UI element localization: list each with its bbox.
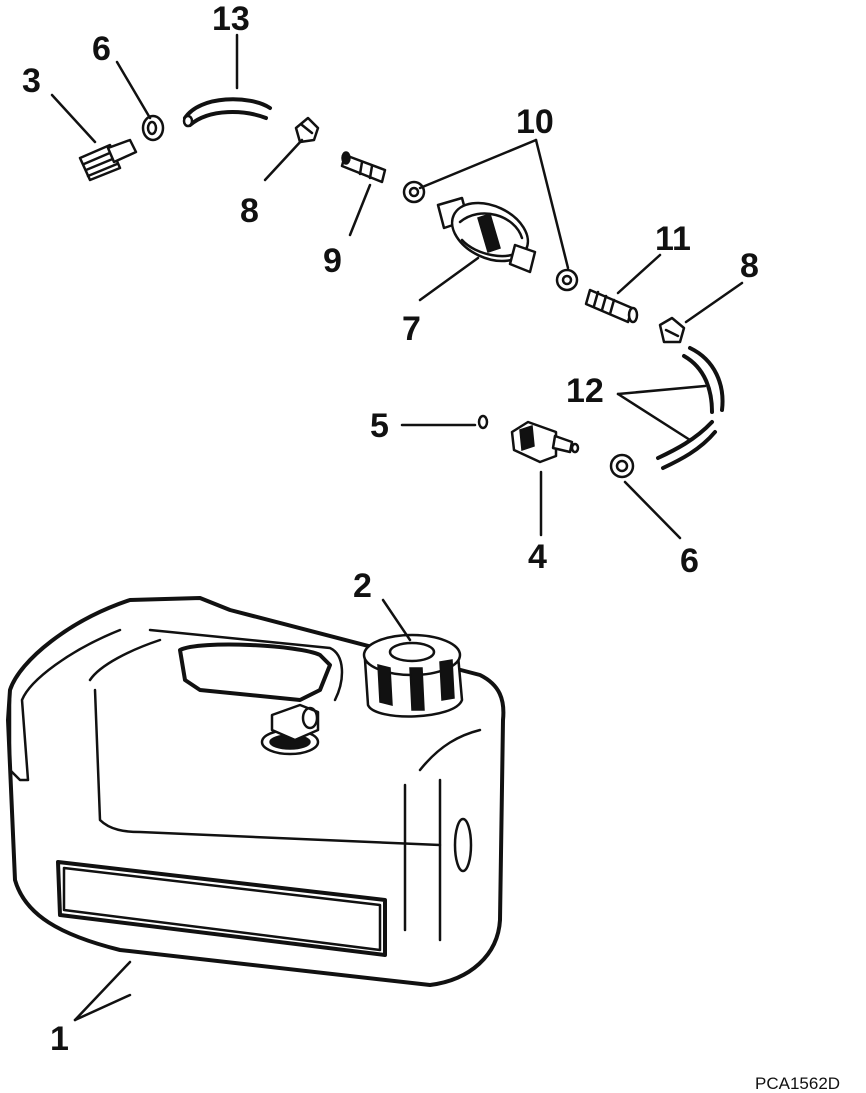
callout-9: 9 xyxy=(323,242,342,280)
callout-labels: 1 2 3 6 13 8 9 10 7 11 8 12 5 4 6 xyxy=(22,0,759,1058)
callout-13: 13 xyxy=(212,0,250,38)
callout-6-upper: 6 xyxy=(92,30,111,68)
callout-5: 5 xyxy=(370,407,389,445)
connector-11 xyxy=(584,288,639,324)
primer-bulb-7 xyxy=(436,196,537,274)
fuel-connector-4 xyxy=(510,420,580,464)
fitting-3 xyxy=(78,138,138,182)
hose-12 xyxy=(656,346,725,470)
clamp-6-upper xyxy=(141,114,165,142)
callout-8-upper: 8 xyxy=(240,192,259,230)
callout-3: 3 xyxy=(22,62,41,100)
callout-6-lower: 6 xyxy=(680,542,699,580)
callout-11: 11 xyxy=(655,220,691,258)
callout-12: 12 xyxy=(566,372,604,410)
callout-1: 1 xyxy=(50,1020,69,1058)
clamp-8-lower xyxy=(658,316,686,344)
leader-lines xyxy=(50,33,744,1022)
clamp-8-upper xyxy=(294,116,320,144)
filler-cap xyxy=(362,633,464,718)
connector-9 xyxy=(340,151,387,184)
figure-code: PCA1562D xyxy=(755,1074,840,1093)
callout-7: 7 xyxy=(402,310,421,348)
fuel-tank xyxy=(6,596,506,987)
clamp-6-lower xyxy=(609,453,635,479)
callout-8-lower: 8 xyxy=(740,247,759,285)
clamp-10-b xyxy=(555,268,579,292)
callout-2: 2 xyxy=(353,567,372,605)
hose-13 xyxy=(182,97,272,128)
callout-4: 4 xyxy=(528,538,547,576)
callout-10: 10 xyxy=(516,103,554,141)
clamp-10-a xyxy=(402,180,426,204)
o-ring-5 xyxy=(477,414,489,430)
